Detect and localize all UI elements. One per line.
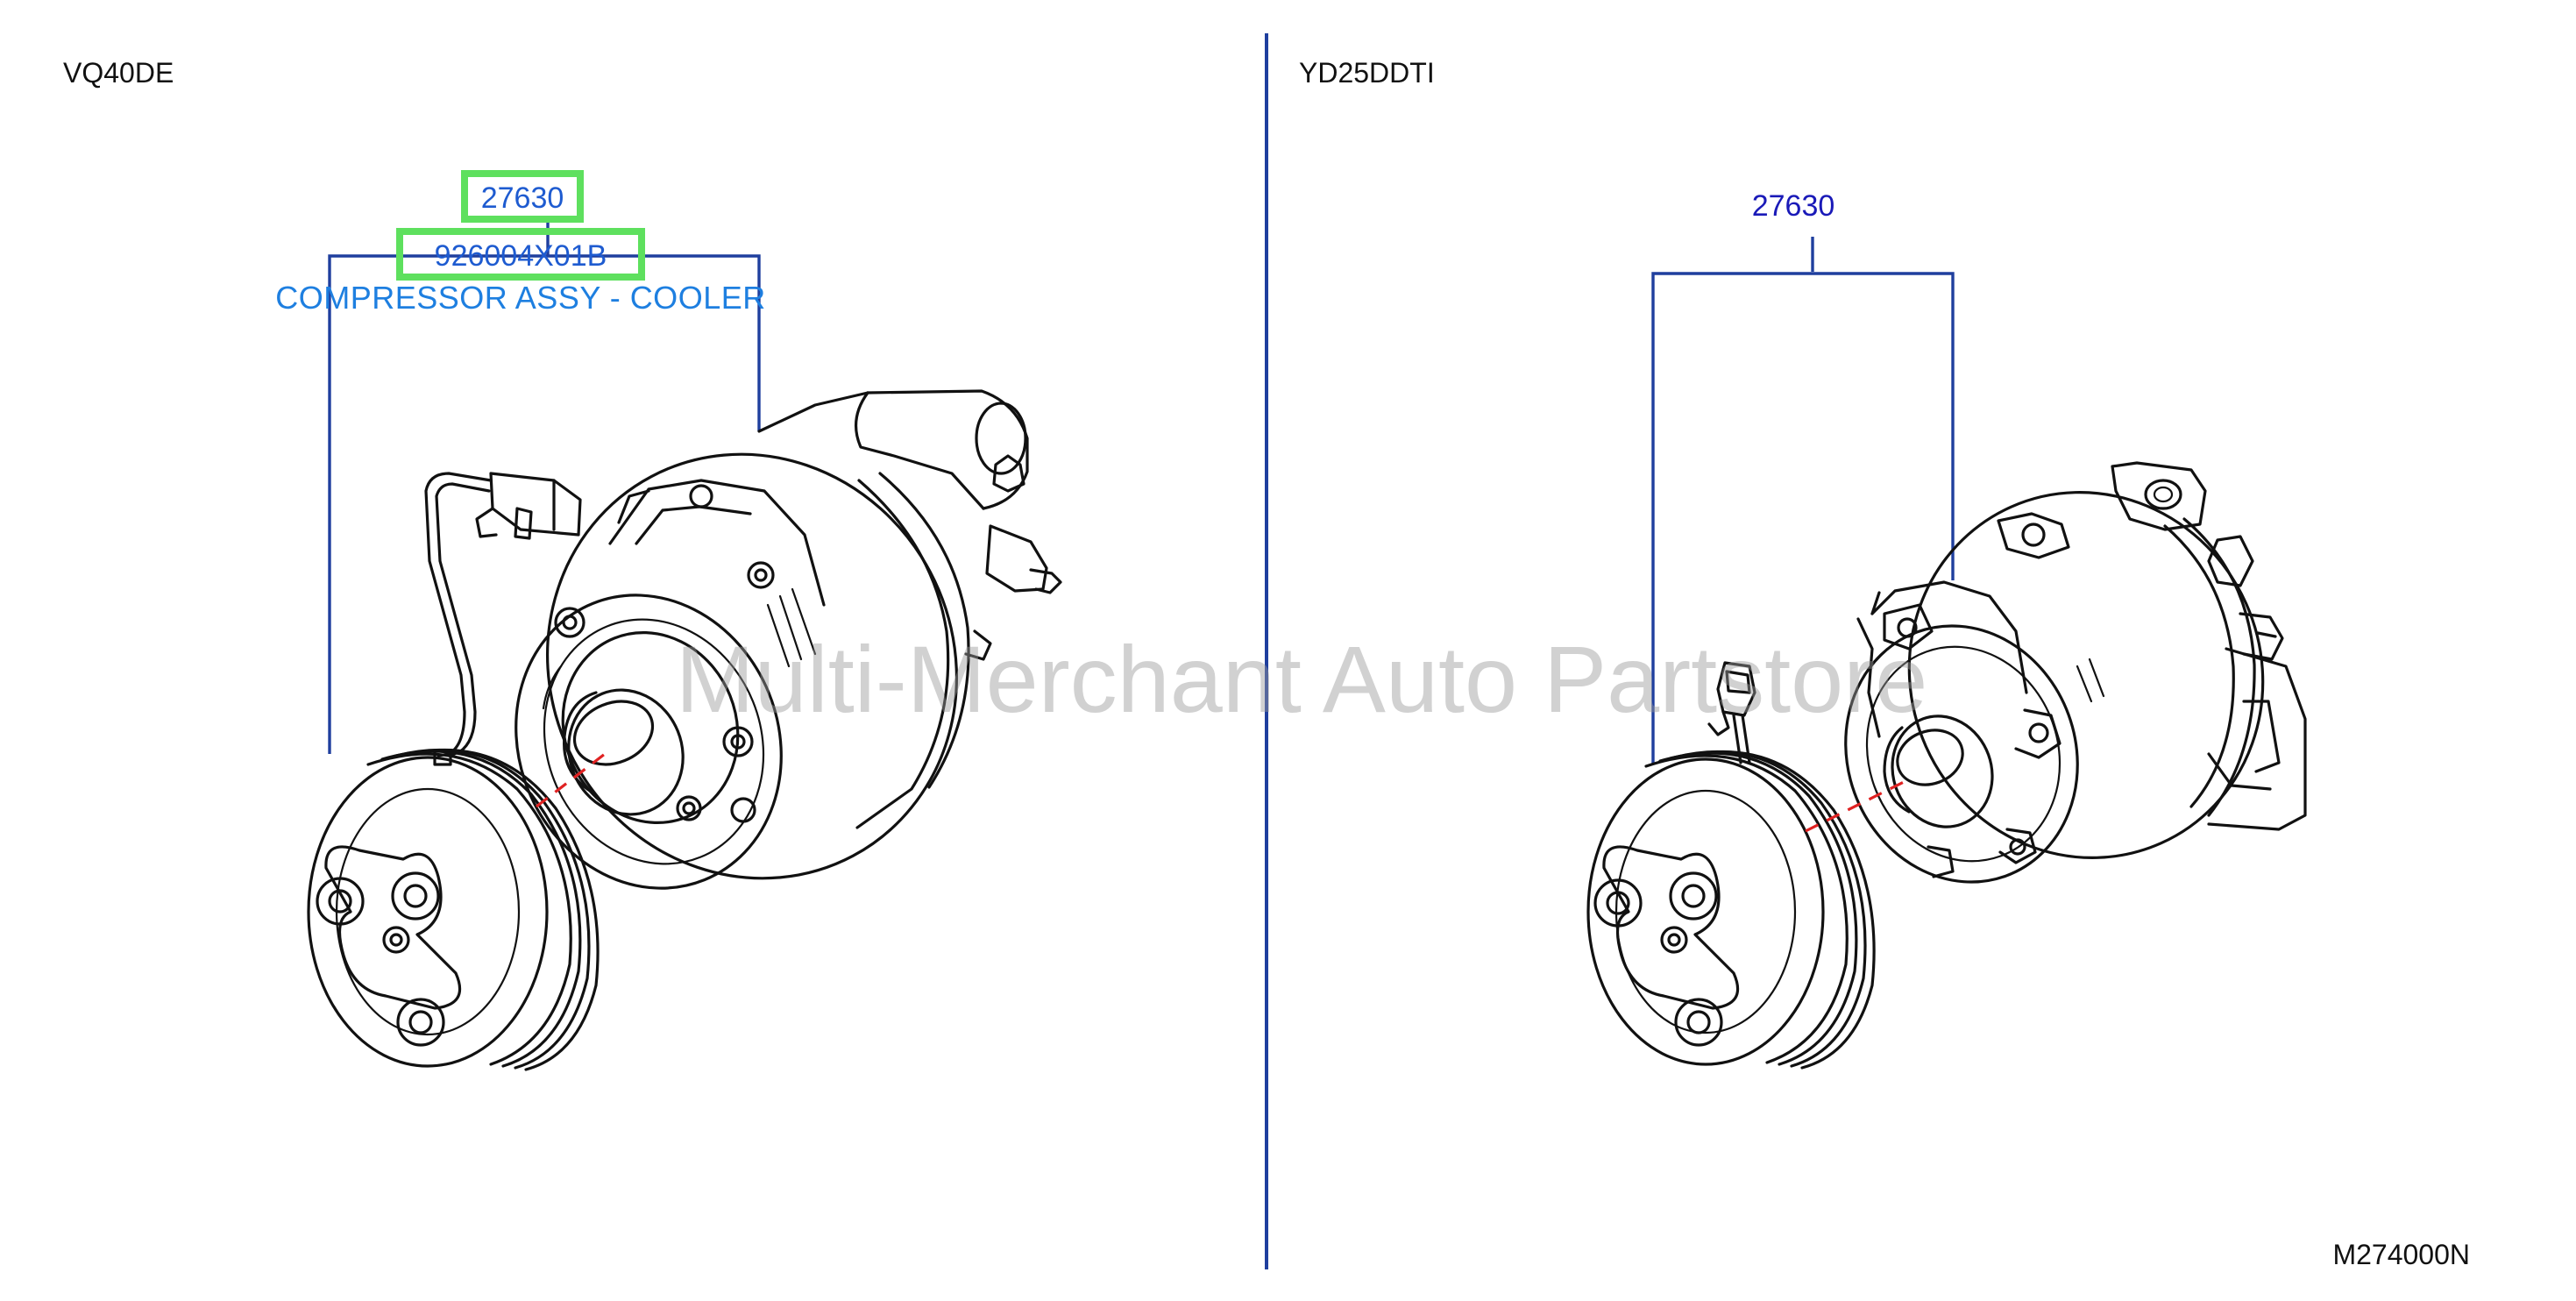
part-number-highlight xyxy=(461,170,584,223)
left-engine-label: VQ40DE xyxy=(63,57,174,89)
left-part-number[interactable]: 27630 xyxy=(481,181,564,215)
left-center-axis xyxy=(536,752,606,808)
part-name-label: COMPRESSOR ASSY - COOLER xyxy=(275,280,765,316)
left-leader-bracket xyxy=(328,221,761,754)
right-engine-label: YD25DDTI xyxy=(1299,57,1435,89)
ac-compressor-icon xyxy=(514,389,1062,890)
wire-connector-icon xyxy=(1707,661,1756,764)
ac-compressor-icon xyxy=(1844,461,2307,884)
left-panel: VQ40DE 27630 926004X01B COMPRESSOR ASSY … xyxy=(63,57,1062,1071)
compressor-pulley-icon xyxy=(1586,750,1876,1070)
right-leader-bracket xyxy=(1651,237,1955,764)
right-panel: YD25DDTI 27630 xyxy=(1299,57,2470,1270)
figure-code: M274000N xyxy=(2332,1239,2470,1270)
watermark: Multi-Merchant Auto Partstore xyxy=(676,626,1928,732)
compressor-pulley-icon xyxy=(307,748,600,1071)
wire-connector-icon xyxy=(424,472,582,766)
right-part-number[interactable]: 27630 xyxy=(1752,189,1835,223)
right-center-axis xyxy=(1805,778,1908,833)
catalog-number-highlight xyxy=(396,228,645,281)
catalog-number-link[interactable]: 926004X01B xyxy=(435,239,607,273)
